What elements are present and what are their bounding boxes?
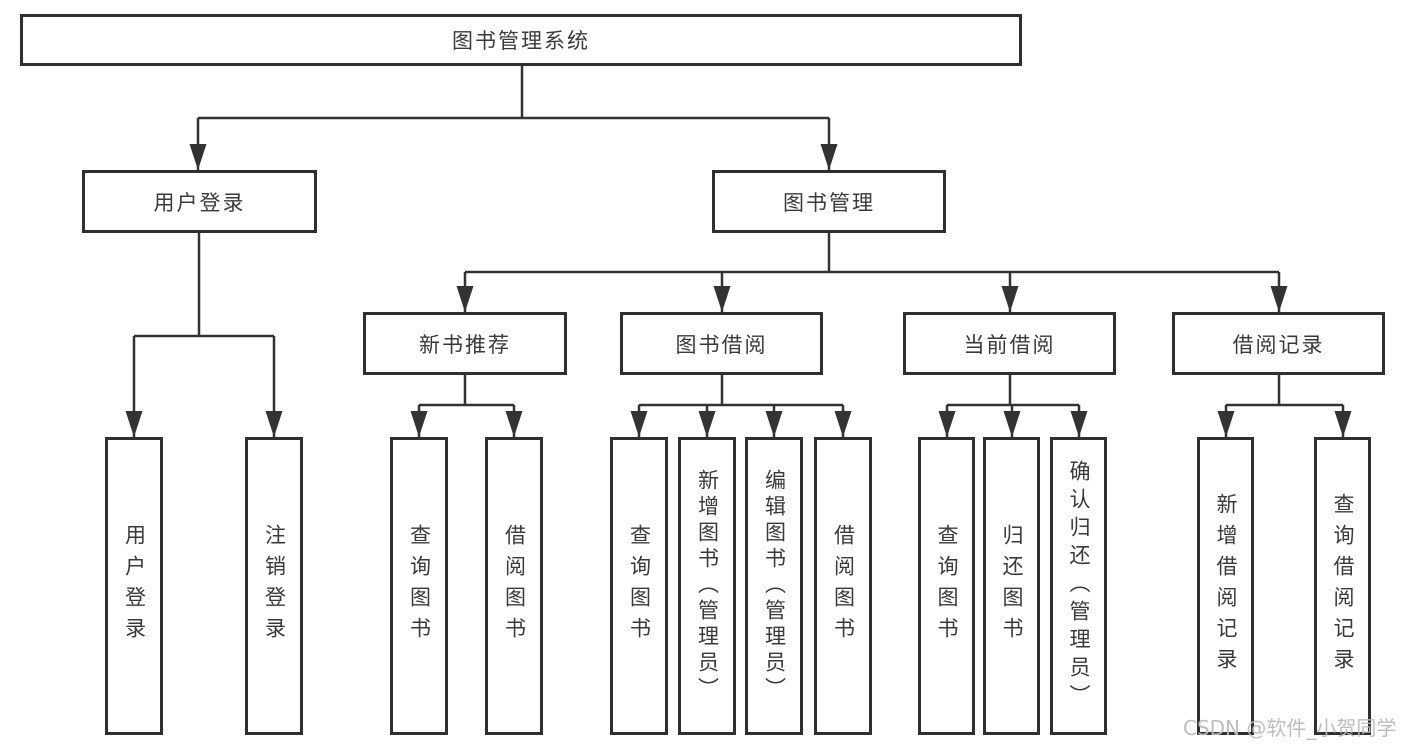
leaf-query-books-3: 查询图书 [918,437,975,735]
node-library-management-system: 图书管理系统 [20,14,1022,66]
node-label: 查询图书 [627,524,652,648]
node-label: 新增图书（管理员） [695,469,720,703]
leaf-logout: 注销登录 [245,437,303,735]
node-label: 图书管理系统 [452,29,590,53]
node-current-borrow: 当前借阅 [903,312,1116,375]
node-book-management: 图书管理 [712,170,946,233]
node-label: 查询图书 [407,524,432,648]
node-borrow-records: 借阅记录 [1172,312,1385,375]
leaf-query-borrow-record: 查询借阅记录 [1314,437,1371,735]
node-label: 用户登录 [153,190,246,215]
node-label: 归还图书 [1000,524,1024,648]
node-label: 确认归还（管理员） [1067,460,1091,712]
node-label: 新增借阅记录 [1214,493,1238,679]
leaf-add-borrow-record: 新增借阅记录 [1197,437,1254,735]
leaf-query-books-2: 查询图书 [610,437,668,735]
leaf-borrow-books-2: 借阅图书 [814,437,872,735]
node-label: 借阅记录 [1232,332,1325,357]
node-label: 编辑图书（管理员） [762,469,787,703]
node-label: 当前借阅 [963,332,1056,357]
leaf-add-books-admin: 新增图书（管理员） [678,437,736,735]
node-label: 查询图书 [935,524,959,648]
node-label: 查询借阅记录 [1331,493,1355,679]
leaf-query-books-1: 查询图书 [390,437,448,735]
csdn-watermark: CSDN @软件_小贺同学 [1183,716,1397,740]
leaf-edit-books-admin: 编辑图书（管理员） [745,437,803,735]
node-label: 新书推荐 [419,332,511,357]
leaf-return-books: 归还图书 [983,437,1040,735]
node-label: 图书管理 [783,190,875,215]
node-label: 借阅图书 [831,524,856,648]
node-new-book-recommend: 新书推荐 [363,312,567,375]
node-book-borrow: 图书借阅 [620,312,823,375]
node-label: 图书借阅 [675,332,768,357]
leaf-borrow-books-1: 借阅图书 [485,437,543,735]
leaf-user-login: 用户登录 [105,437,163,735]
node-label: 注销登录 [262,524,287,648]
node-label: 借阅图书 [502,524,527,648]
node-label: 用户登录 [122,524,147,648]
node-user-login: 用户登录 [82,170,317,233]
leaf-confirm-return-admin: 确认归还（管理员） [1050,437,1107,735]
